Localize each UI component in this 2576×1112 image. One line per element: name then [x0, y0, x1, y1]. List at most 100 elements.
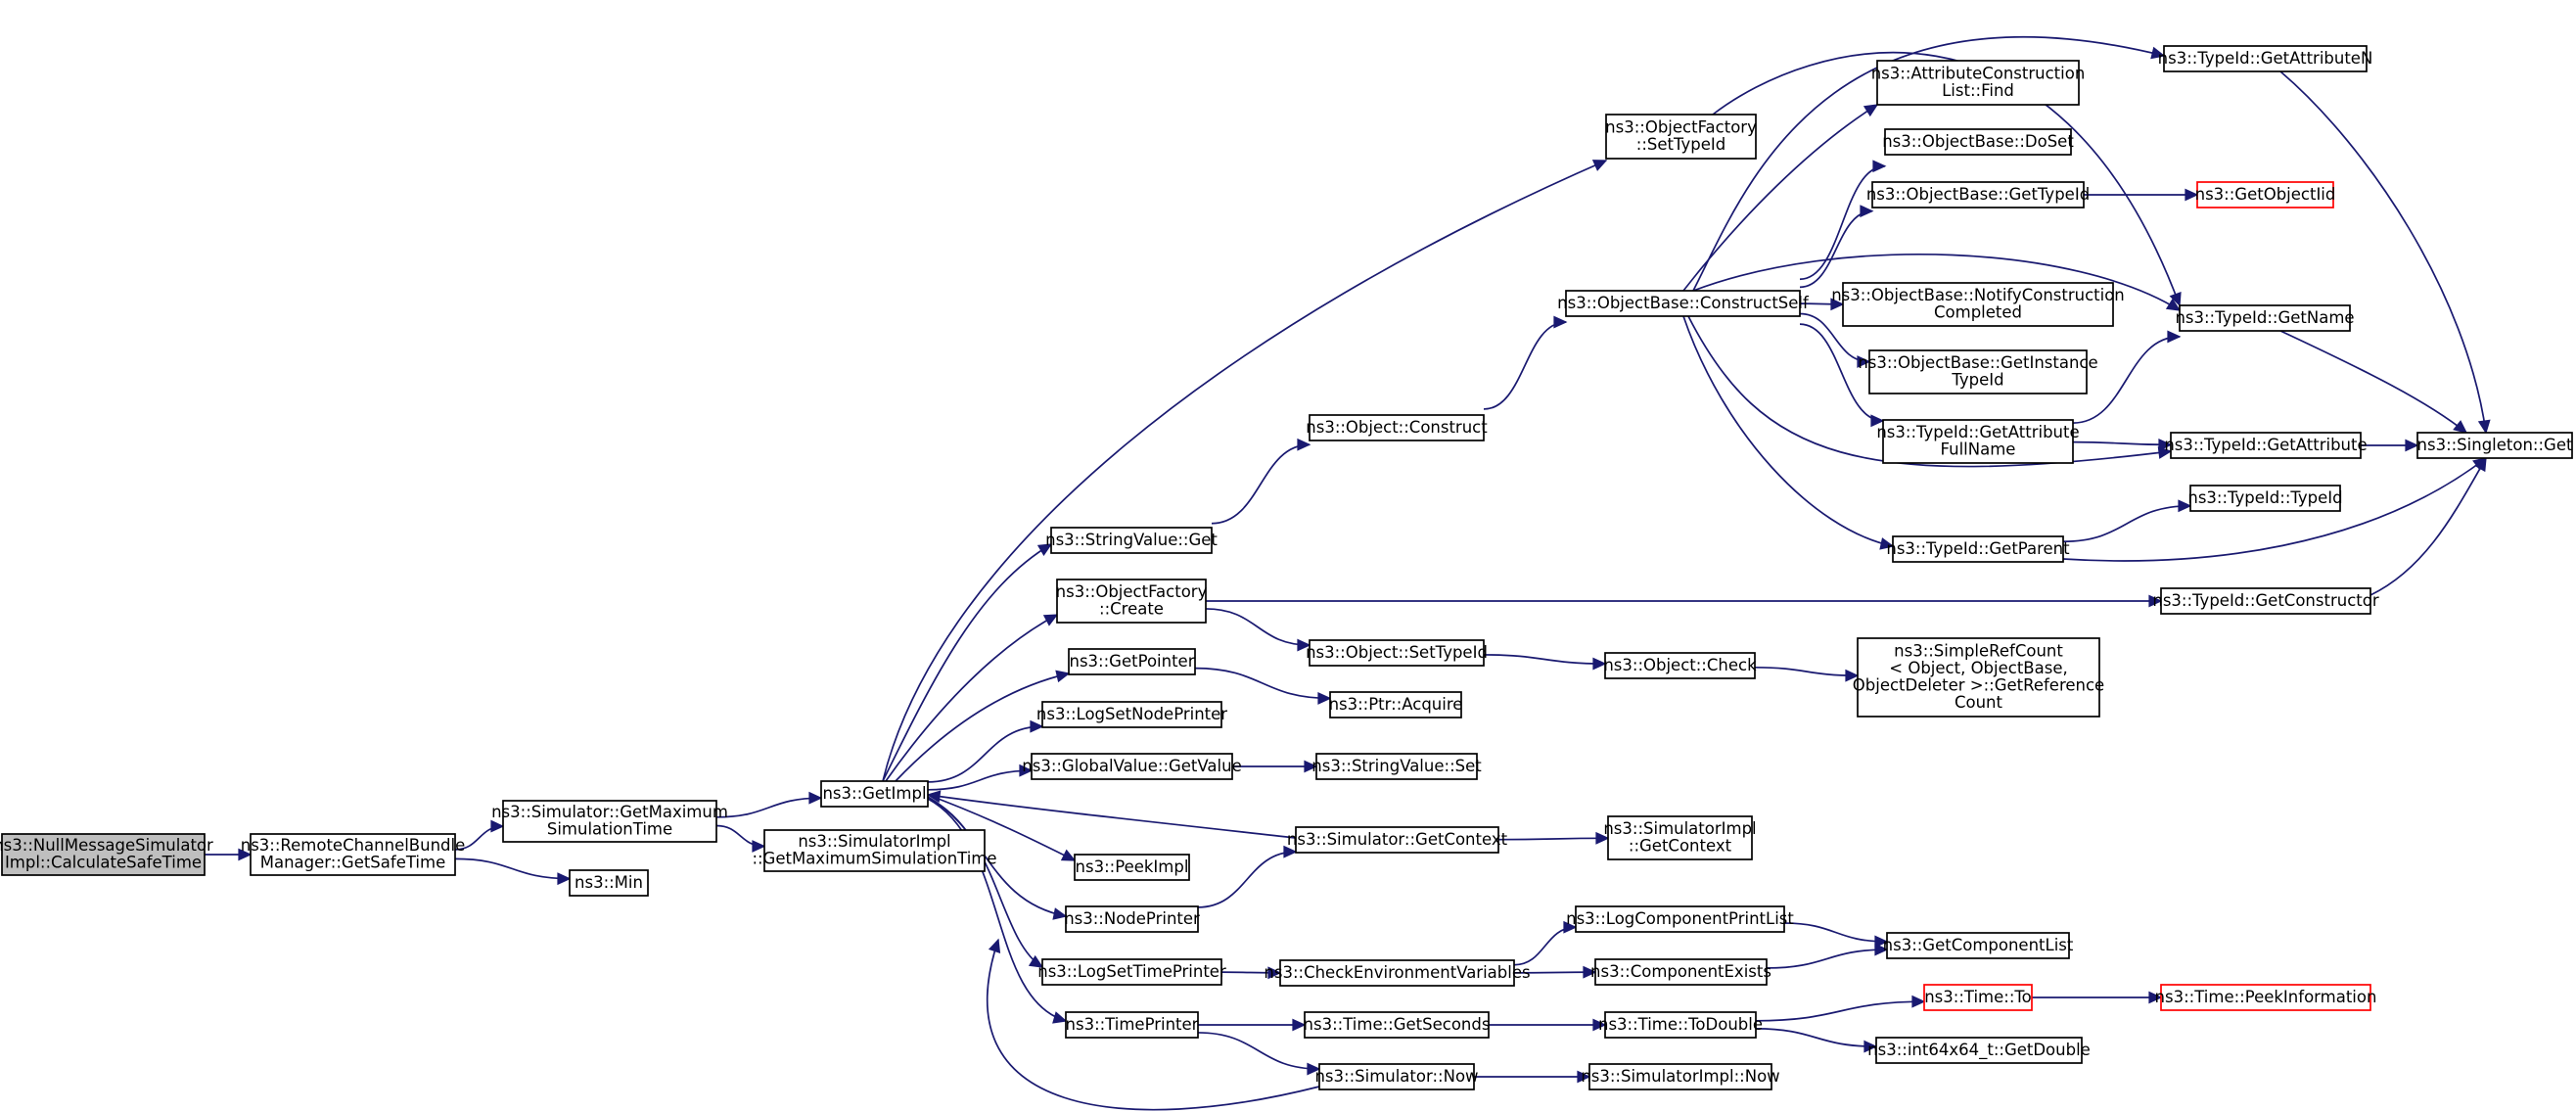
- node-strval-set[interactable]: ns3::StringValue::Set: [1311, 753, 1482, 780]
- arrowhead-getimpl-to-objfac_settypeid: [1591, 160, 1608, 171]
- call-edge-obj_check-to-simplerefcount: [1754, 666, 1859, 677]
- node-box: [1871, 181, 2085, 208]
- node-sim-getmax[interactable]: ns3::Simulator::GetMaximumSimulationTime: [491, 800, 728, 843]
- node-obj-check[interactable]: ns3::Object::Check: [1603, 652, 1757, 679]
- node-box: [1041, 701, 1222, 728]
- node-typeid-getparent[interactable]: ns3::TypeId::GetParent: [1886, 535, 2070, 563]
- node-min[interactable]: ns3::Min: [569, 869, 649, 897]
- node-peekimpl[interactable]: ns3::PeekImpl: [1074, 854, 1190, 881]
- node-typeid-getctor[interactable]: ns3::TypeId::GetConstructor: [2152, 587, 2379, 615]
- node-int64-getdouble[interactable]: ns3::int64x64_t::GetDouble: [1867, 1037, 2091, 1064]
- node-singleton-get[interactable]: ns3::Singleton::Get: [2416, 432, 2573, 459]
- node-strval-get[interactable]: ns3::StringValue::Get: [1045, 527, 1218, 554]
- arrowhead-objbase_constructself-to-typeid_getname: [2165, 298, 2182, 311]
- node-time-getseconds[interactable]: ns3::Time::GetSeconds: [1304, 1011, 1491, 1039]
- node-gv-getvalue[interactable]: ns3::GlobalValue::GetValue: [1022, 753, 1242, 780]
- node-calc-safe[interactable]: ns3::NullMessageSimulatorImpl::Calculate…: [0, 833, 213, 876]
- call-edge-typeid_getparent-to-singleton_get: [2062, 457, 2487, 562]
- node-timeprinter[interactable]: ns3::TimePrinter: [1065, 1011, 1199, 1039]
- node-objbase-doset[interactable]: ns3::ObjectBase::DoSet: [1882, 128, 2074, 156]
- node-time-todouble[interactable]: ns3::Time::ToDouble: [1598, 1011, 1763, 1039]
- node-nodeprinter[interactable]: ns3::NodePrinter: [1064, 905, 1200, 933]
- node-getimpl[interactable]: ns3::GetImpl: [820, 780, 929, 808]
- node-label: ns3::Time::ToDouble: [1598, 1015, 1763, 1034]
- node-typeid-getname[interactable]: ns3::TypeId::GetName: [2175, 304, 2355, 332]
- arrowhead-objbase_constructself-to-typeid_getattr: [2157, 446, 2173, 459]
- node-label: Impl::CalculateSafeTime: [5, 854, 202, 872]
- node-logcompprint[interactable]: ns3::LogComponentPrintList: [1566, 905, 1794, 933]
- call-edge-checkenv-to-logcompprint: [1513, 926, 1577, 966]
- arrowhead-rcbm_safe-to-sim_getmax: [490, 819, 505, 833]
- node-label: ns3::TypeId::GetAttribute: [2164, 436, 2367, 454]
- node-objbase-notify[interactable]: ns3::ObjectBase::NotifyConstructionCompl…: [1831, 282, 2125, 327]
- call-edge-getimpl-to-timeprinter: [927, 798, 1067, 1022]
- arrowhead-sim_getmax-to-simimpl_getmax: [752, 840, 766, 853]
- node-getcomplist[interactable]: ns3::GetComponentList: [1883, 932, 2074, 959]
- call-edge-time_todouble-to-time_to: [1755, 1000, 1925, 1022]
- call-edge-typeid_getattrfull-to-typeid_getname: [2072, 336, 2181, 424]
- node-objfac-create[interactable]: ns3::ObjectFactory::Create: [1056, 579, 1208, 624]
- arrowhead-typeid_getattrfull-to-typeid_getname: [2167, 330, 2182, 344]
- node-objbase-gettypeid[interactable]: ns3::ObjectBase::GetTypeId: [1866, 181, 2090, 208]
- node-box: [1065, 905, 1199, 933]
- node-ptr-acquire[interactable]: ns3::Ptr::Acquire: [1329, 691, 1463, 718]
- node-box: [1074, 854, 1190, 881]
- node-simplerefcount[interactable]: ns3::SimpleRefCount< Object, ObjectBase,…: [1853, 637, 2104, 718]
- node-logsettime[interactable]: ns3::LogSetTimePrinter: [1037, 958, 1226, 986]
- node-checkenv[interactable]: ns3::CheckEnvironmentVariables: [1264, 959, 1531, 987]
- arrowhead-nodeprinter-to-sim_getcontext: [1283, 845, 1298, 858]
- node-label: Count: [1955, 693, 2003, 712]
- node-label: ns3::ObjectFactory: [1056, 582, 1208, 601]
- node-obj-construct[interactable]: ns3::Object::Construct: [1306, 414, 1488, 441]
- call-edge-timeprinter-to-sim_now: [1197, 1032, 1320, 1070]
- node-simimpl-getmax[interactable]: ns3::SimulatorImpl::GetMaximumSimulation…: [752, 829, 997, 872]
- call-edge-objbase_constructself-to-typeid_getattrn: [1692, 35, 2165, 292]
- node-label: ns3::Time::GetSeconds: [1304, 1015, 1491, 1034]
- node-box: [1065, 1011, 1199, 1039]
- node-simimpl-now[interactable]: ns3::SimulatorImpl::Now: [1581, 1063, 1780, 1090]
- call-edge-time_todouble-to-int64_getdouble: [1755, 1028, 1877, 1047]
- node-label: ns3::Time::To: [1924, 988, 2032, 1006]
- node-box: [1857, 637, 2100, 718]
- arrowhead-getimpl-to-objfac_create: [1042, 614, 1059, 626]
- call-edge-obj_settypeid-to-obj_check: [1483, 654, 1606, 665]
- node-simimpl-getcontext[interactable]: ns3::SimulatorImpl::GetContext: [1603, 815, 1757, 860]
- node-label: ns3::GetPointer: [1070, 652, 1195, 671]
- node-label: ns3::TypeId::GetAttributeN: [2158, 49, 2373, 68]
- node-time-to[interactable]: ns3::Time::To: [1923, 984, 2033, 1011]
- node-getobjectiid[interactable]: ns3::GetObjectIid: [2195, 181, 2336, 208]
- arrowhead-compexists-to-getcomplist: [1874, 943, 1889, 956]
- node-compexists[interactable]: ns3::ComponentExists: [1590, 958, 1771, 986]
- arrowhead-objbase_constructself-to-objbase_doset: [1872, 160, 1887, 173]
- call-edge-objbase_constructself-to-typeid_getparent: [1682, 315, 1894, 547]
- node-typeid-typeid[interactable]: ns3::TypeId::TypeId: [2187, 485, 2343, 512]
- call-edge-getimpl-to-logsettime: [927, 797, 1043, 968]
- arrowhead-rcbm_safe-to-min: [557, 872, 572, 886]
- node-time-peekinfo[interactable]: ns3::Time::PeekInformation: [2155, 984, 2377, 1011]
- node-objbase-constructself[interactable]: ns3::ObjectBase::ConstructSelf: [1557, 290, 1810, 317]
- node-box: [1041, 958, 1222, 986]
- node-sim-getcontext[interactable]: ns3::Simulator::GetContext: [1287, 826, 1508, 854]
- node-box: [1050, 527, 1213, 554]
- node-box: [2189, 485, 2341, 512]
- node-label: ns3::TypeId::GetConstructor: [2152, 591, 2378, 610]
- node-box: [250, 833, 456, 876]
- call-edge-typeid_getattrfull-to-typeid_getattr: [2072, 440, 2172, 446]
- node-obj-settypeid[interactable]: ns3::Object::SetTypeId: [1306, 639, 1488, 667]
- arrowhead-getimpl-to-timeprinter: [1052, 1011, 1068, 1024]
- arrowhead-objbase_constructself-to-objbase_notify: [1830, 298, 1845, 311]
- node-sim-now[interactable]: ns3::Simulator::Now: [1314, 1063, 1479, 1090]
- node-getpointer[interactable]: ns3::GetPointer: [1068, 648, 1196, 675]
- node-typeid-getattr[interactable]: ns3::TypeId::GetAttribute: [2164, 432, 2368, 459]
- node-rcbm-safe[interactable]: ns3::RemoteChannelBundleManager::GetSafe…: [241, 833, 466, 876]
- node-logsetnode[interactable]: ns3::LogSetNodePrinter: [1036, 701, 1227, 728]
- call-edge-compexists-to-getcomplist: [1766, 949, 1888, 969]
- call-edge-typeid_getctor-to-singleton_get: [2369, 457, 2487, 596]
- node-label: ns3::SimpleRefCount: [1894, 642, 2063, 661]
- node-objfac-settypeid[interactable]: ns3::ObjectFactory::SetTypeId: [1605, 114, 1757, 160]
- node-label: Manager::GetSafeTime: [260, 854, 445, 872]
- node-typeid-getattrn[interactable]: ns3::TypeId::GetAttributeN: [2158, 45, 2373, 72]
